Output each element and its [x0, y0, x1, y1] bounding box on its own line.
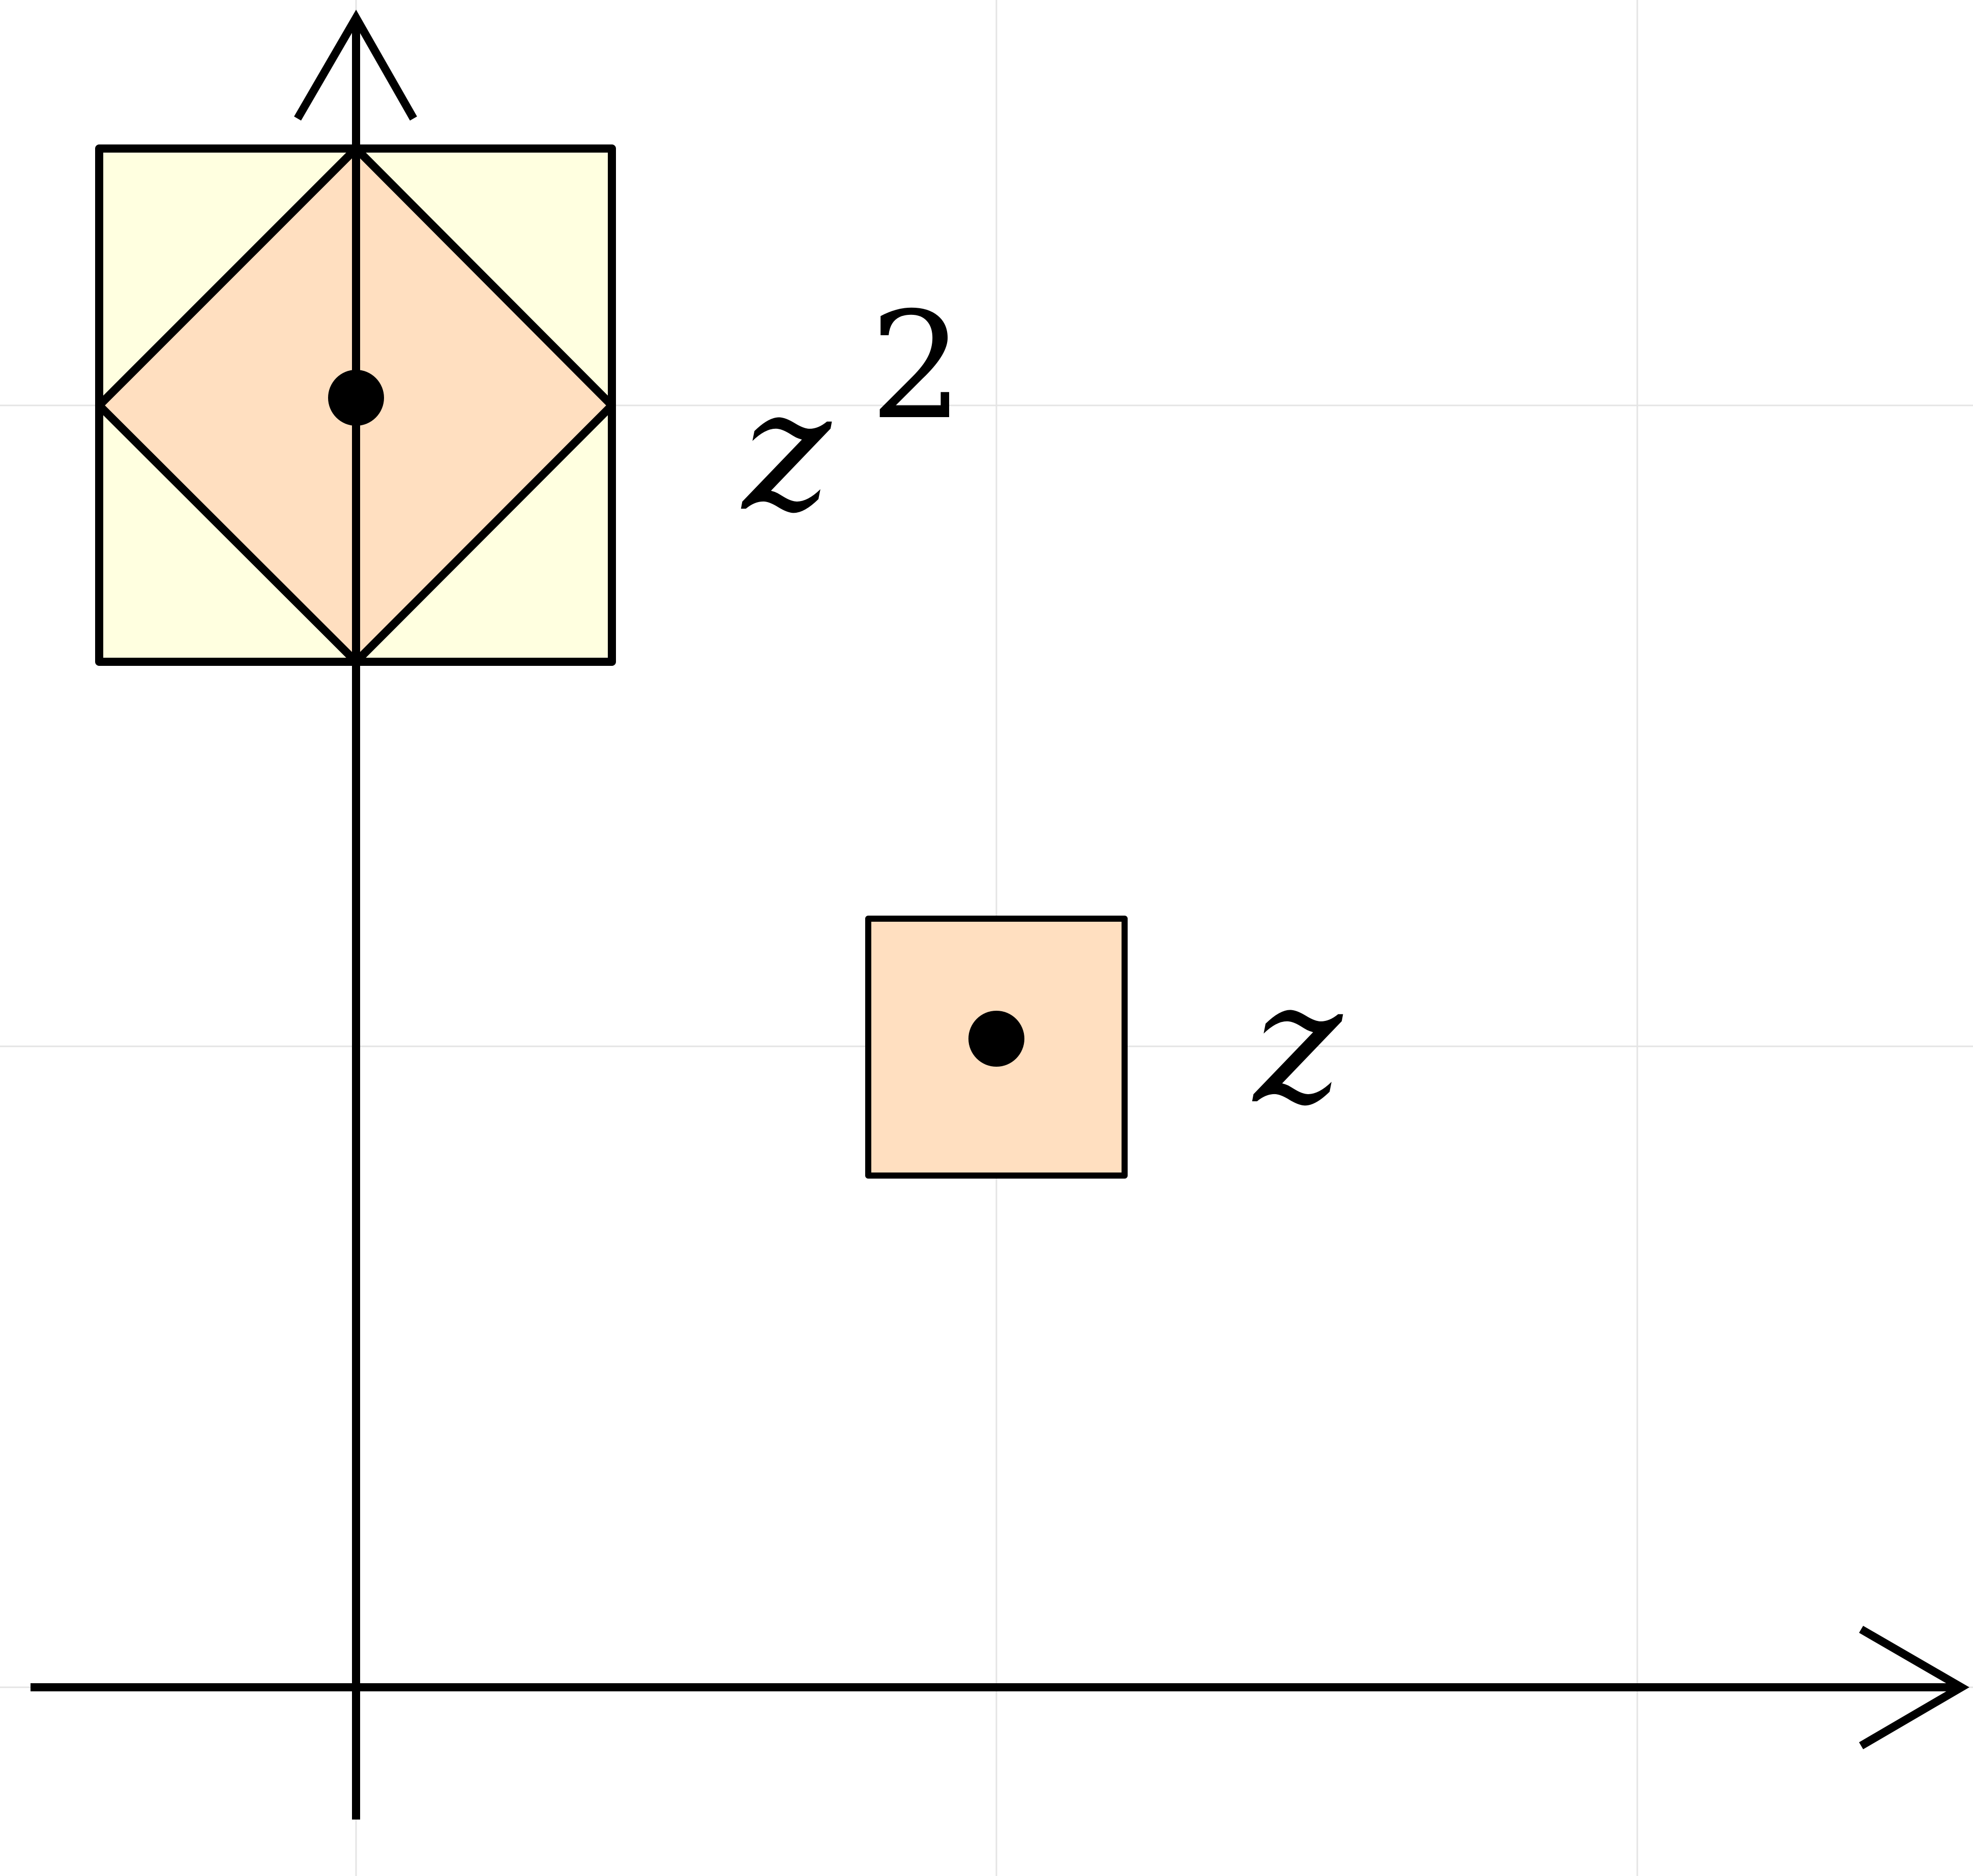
z-point [968, 1011, 1024, 1067]
y-axis-arrowhead [294, 9, 417, 121]
axes [31, 9, 1969, 1820]
z-squared-point [328, 370, 384, 426]
z-label: z [1251, 946, 1346, 1141]
z-squared-label-base: z [740, 353, 835, 548]
x-axis-arrowhead [1859, 1626, 1969, 1749]
z-squared-label-exponent: 2 [870, 281, 964, 452]
